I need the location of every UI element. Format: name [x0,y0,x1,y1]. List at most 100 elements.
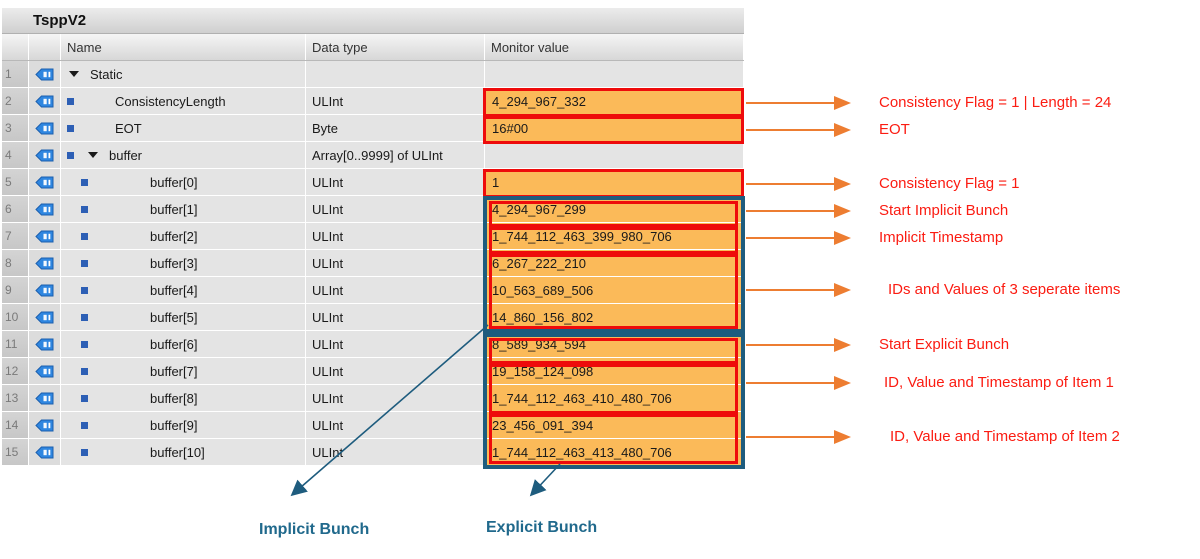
table-row[interactable]: 6 buffer[1] ULInt 4_294_967_299 [2,196,744,223]
datatype-cell[interactable]: ULInt [306,304,485,331]
orange-arrow-icon [746,376,852,390]
member-square-icon [67,97,74,105]
monitor-cell[interactable]: 19_158_124_098 [485,358,744,385]
annotation-label: IDs and Values of 3 seperate items [888,281,1121,298]
name-cell[interactable]: buffer[10] [61,439,306,466]
monitor-cell[interactable]: 1_744_112_463_413_480_706 [485,439,744,466]
table-row[interactable]: 2 ConsistencyLength ULInt 4_294_967_332 [2,88,744,115]
name-cell[interactable]: buffer[8] [61,385,306,412]
annotation-label: Start Implicit Bunch [879,202,1009,219]
tag-icon [35,365,54,377]
datatype-cell[interactable]: ULInt [306,250,485,277]
row-name: buffer[8] [150,390,198,406]
monitor-cell[interactable]: 1_744_112_463_399_980_706 [485,223,744,250]
datatype-cell[interactable]: ULInt [306,88,485,115]
row-name: buffer [109,147,143,163]
monitor-cell[interactable]: 10_563_689_506 [485,277,744,304]
tag-icon-cell [29,304,61,331]
tag-icon [35,68,54,80]
monitor-cell[interactable]: 14_860_156_802 [485,304,744,331]
member-square-icon [81,232,88,240]
tag-icon-cell [29,115,61,142]
row-name: buffer[4] [150,282,198,298]
annotation-label: Consistency Flag = 1 [879,175,1020,192]
member-square-icon [81,448,88,456]
datatype-cell[interactable]: ULInt [306,439,485,466]
datatype-cell[interactable]: ULInt [306,358,485,385]
datatype-cell[interactable]: ULInt [306,169,485,196]
name-cell[interactable]: ConsistencyLength [61,88,306,115]
datatype-cell[interactable]: ULInt [306,385,485,412]
table-row[interactable]: 15 buffer[10] ULInt 1_744_112_463_413_48… [2,439,744,466]
expander-icon[interactable] [69,71,79,77]
monitor-cell[interactable]: 16#00 [485,115,744,142]
monitor-cell[interactable]: 4_294_967_332 [485,88,744,115]
row-number: 8 [2,250,29,277]
monitor-cell[interactable] [485,142,744,169]
datatype-cell[interactable]: ULInt [306,196,485,223]
monitor-cell[interactable]: 8_589_934_594 [485,331,744,358]
name-cell[interactable]: buffer[0] [61,169,306,196]
name-cell[interactable]: buffer[7] [61,358,306,385]
expander-icon[interactable] [88,152,98,158]
row-name: buffer[0] [150,174,198,190]
table-row[interactable]: 3 EOT Byte 16#00 [2,115,744,142]
tag-icon [35,176,54,188]
tag-icon [35,95,54,107]
member-square-icon [81,259,88,267]
datatype-cell[interactable] [306,61,485,88]
implicit-bunch-label: Implicit Bunch [259,521,370,538]
name-cell[interactable]: EOT [61,115,306,142]
datatype-cell[interactable]: Array[0..9999] of ULInt [306,142,485,169]
tag-icon-cell [29,250,61,277]
table-row[interactable]: 1 Static [2,61,744,88]
tag-icon-cell [29,88,61,115]
table-row[interactable]: 14 buffer[9] ULInt 23_456_091_394 [2,412,744,439]
datatype-cell[interactable]: ULInt [306,412,485,439]
table-row[interactable]: 12 buffer[7] ULInt 19_158_124_098 [2,358,744,385]
name-cell[interactable]: buffer[9] [61,412,306,439]
table-row[interactable]: 10 buffer[5] ULInt 14_860_156_802 [2,304,744,331]
table-row[interactable]: 8 buffer[3] ULInt 6_267_222_210 [2,250,744,277]
table-row[interactable]: 9 buffer[4] ULInt 10_563_689_506 [2,277,744,304]
orange-arrow-icon [746,430,852,444]
monitor-cell[interactable]: 6_267_222_210 [485,250,744,277]
table-row[interactable]: 13 buffer[8] ULInt 1_744_112_463_410_480… [2,385,744,412]
header-name-column[interactable]: Name [61,34,306,60]
table-row[interactable]: 11 buffer[6] ULInt 8_589_934_594 [2,331,744,358]
table-header-row: Name Data type Monitor value [2,34,744,61]
monitor-cell[interactable]: 23_456_091_394 [485,412,744,439]
datatype-cell[interactable]: Byte [306,115,485,142]
name-cell[interactable]: buffer[5] [61,304,306,331]
row-name: EOT [115,120,142,136]
annotation-label: Consistency Flag = 1 | Length = 24 [879,94,1112,111]
explicit-bunch-arrow-icon [529,463,561,497]
name-cell[interactable]: Static [61,61,306,88]
table-row[interactable]: 5 buffer[0] ULInt 1 [2,169,744,196]
name-cell[interactable]: buffer[6] [61,331,306,358]
table-row[interactable]: 4 buffer Array[0..9999] of ULInt [2,142,744,169]
member-square-icon [81,313,88,321]
name-cell[interactable]: buffer[2] [61,223,306,250]
orange-arrow-icon [746,283,852,297]
monitor-cell[interactable]: 1 [485,169,744,196]
monitor-cell[interactable]: 1_744_112_463_410_480_706 [485,385,744,412]
orange-arrow-icon [746,231,852,245]
header-datatype-column[interactable]: Data type [306,34,485,60]
row-name: buffer[1] [150,201,198,217]
datatype-cell[interactable]: ULInt [306,331,485,358]
monitor-cell[interactable]: 4_294_967_299 [485,196,744,223]
header-monitor-column[interactable]: Monitor value [485,34,744,60]
table-row[interactable]: 7 buffer[2] ULInt 1_744_112_463_399_980_… [2,223,744,250]
name-cell[interactable]: buffer[1] [61,196,306,223]
row-number: 12 [2,358,29,385]
monitor-cell[interactable] [485,61,744,88]
row-number: 6 [2,196,29,223]
name-cell[interactable]: buffer [61,142,306,169]
name-cell[interactable]: buffer[4] [61,277,306,304]
row-number: 2 [2,88,29,115]
datatype-cell[interactable]: ULInt [306,277,485,304]
tag-icon [35,149,54,161]
name-cell[interactable]: buffer[3] [61,250,306,277]
datatype-cell[interactable]: ULInt [306,223,485,250]
